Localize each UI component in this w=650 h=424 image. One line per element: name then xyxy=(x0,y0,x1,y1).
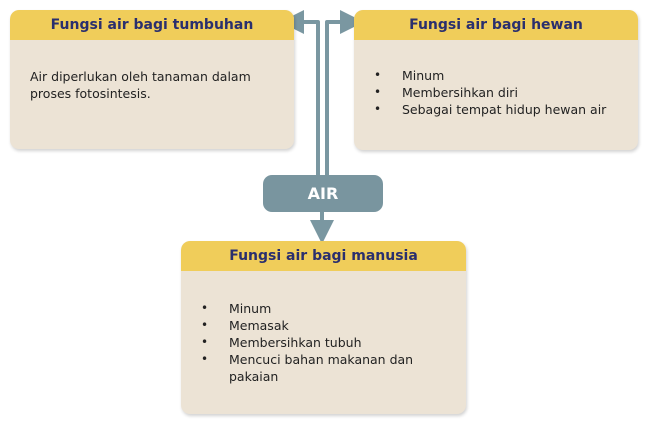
card-plants: Fungsi air bagi tumbuhan Air diperlukan … xyxy=(10,10,294,149)
air-center-box: AIR xyxy=(263,175,383,212)
card-plants-title: Fungsi air bagi tumbuhan xyxy=(10,10,294,40)
animals-list-item: Minum xyxy=(374,67,638,84)
animals-list-item: Membersihkan diri xyxy=(374,84,638,101)
card-humans-body: Minum Memasak Membersihkan tubuh Mencuci… xyxy=(181,271,466,414)
plants-line: proses fotosintesis. xyxy=(30,86,151,101)
air-label: AIR xyxy=(307,184,339,203)
animals-list-item: Sebagai tempat hidup hewan air xyxy=(374,101,638,118)
plants-line: Air diperlukan oleh tanaman dalam xyxy=(30,69,251,84)
card-animals-title: Fungsi air bagi hewan xyxy=(354,10,638,40)
card-humans: Fungsi air bagi manusia Minum Memasak Me… xyxy=(181,241,466,414)
card-plants-body: Air diperlukan oleh tanaman dalam proses… xyxy=(10,40,294,149)
humans-list-item: Membersihkan tubuh xyxy=(201,334,431,351)
humans-list-item: Mencuci bahan makanan dan pakaian xyxy=(201,351,431,385)
arrow-to-plants xyxy=(280,10,320,176)
card-animals-body: Minum Membersihkan diri Sebagai tempat h… xyxy=(354,40,638,150)
humans-list-item: Minum xyxy=(201,300,431,317)
card-humans-title: Fungsi air bagi manusia xyxy=(181,241,466,271)
humans-list-item: Memasak xyxy=(201,317,431,334)
arrow-to-animals xyxy=(325,10,364,176)
card-animals: Fungsi air bagi hewan Minum Membersihkan… xyxy=(354,10,638,150)
